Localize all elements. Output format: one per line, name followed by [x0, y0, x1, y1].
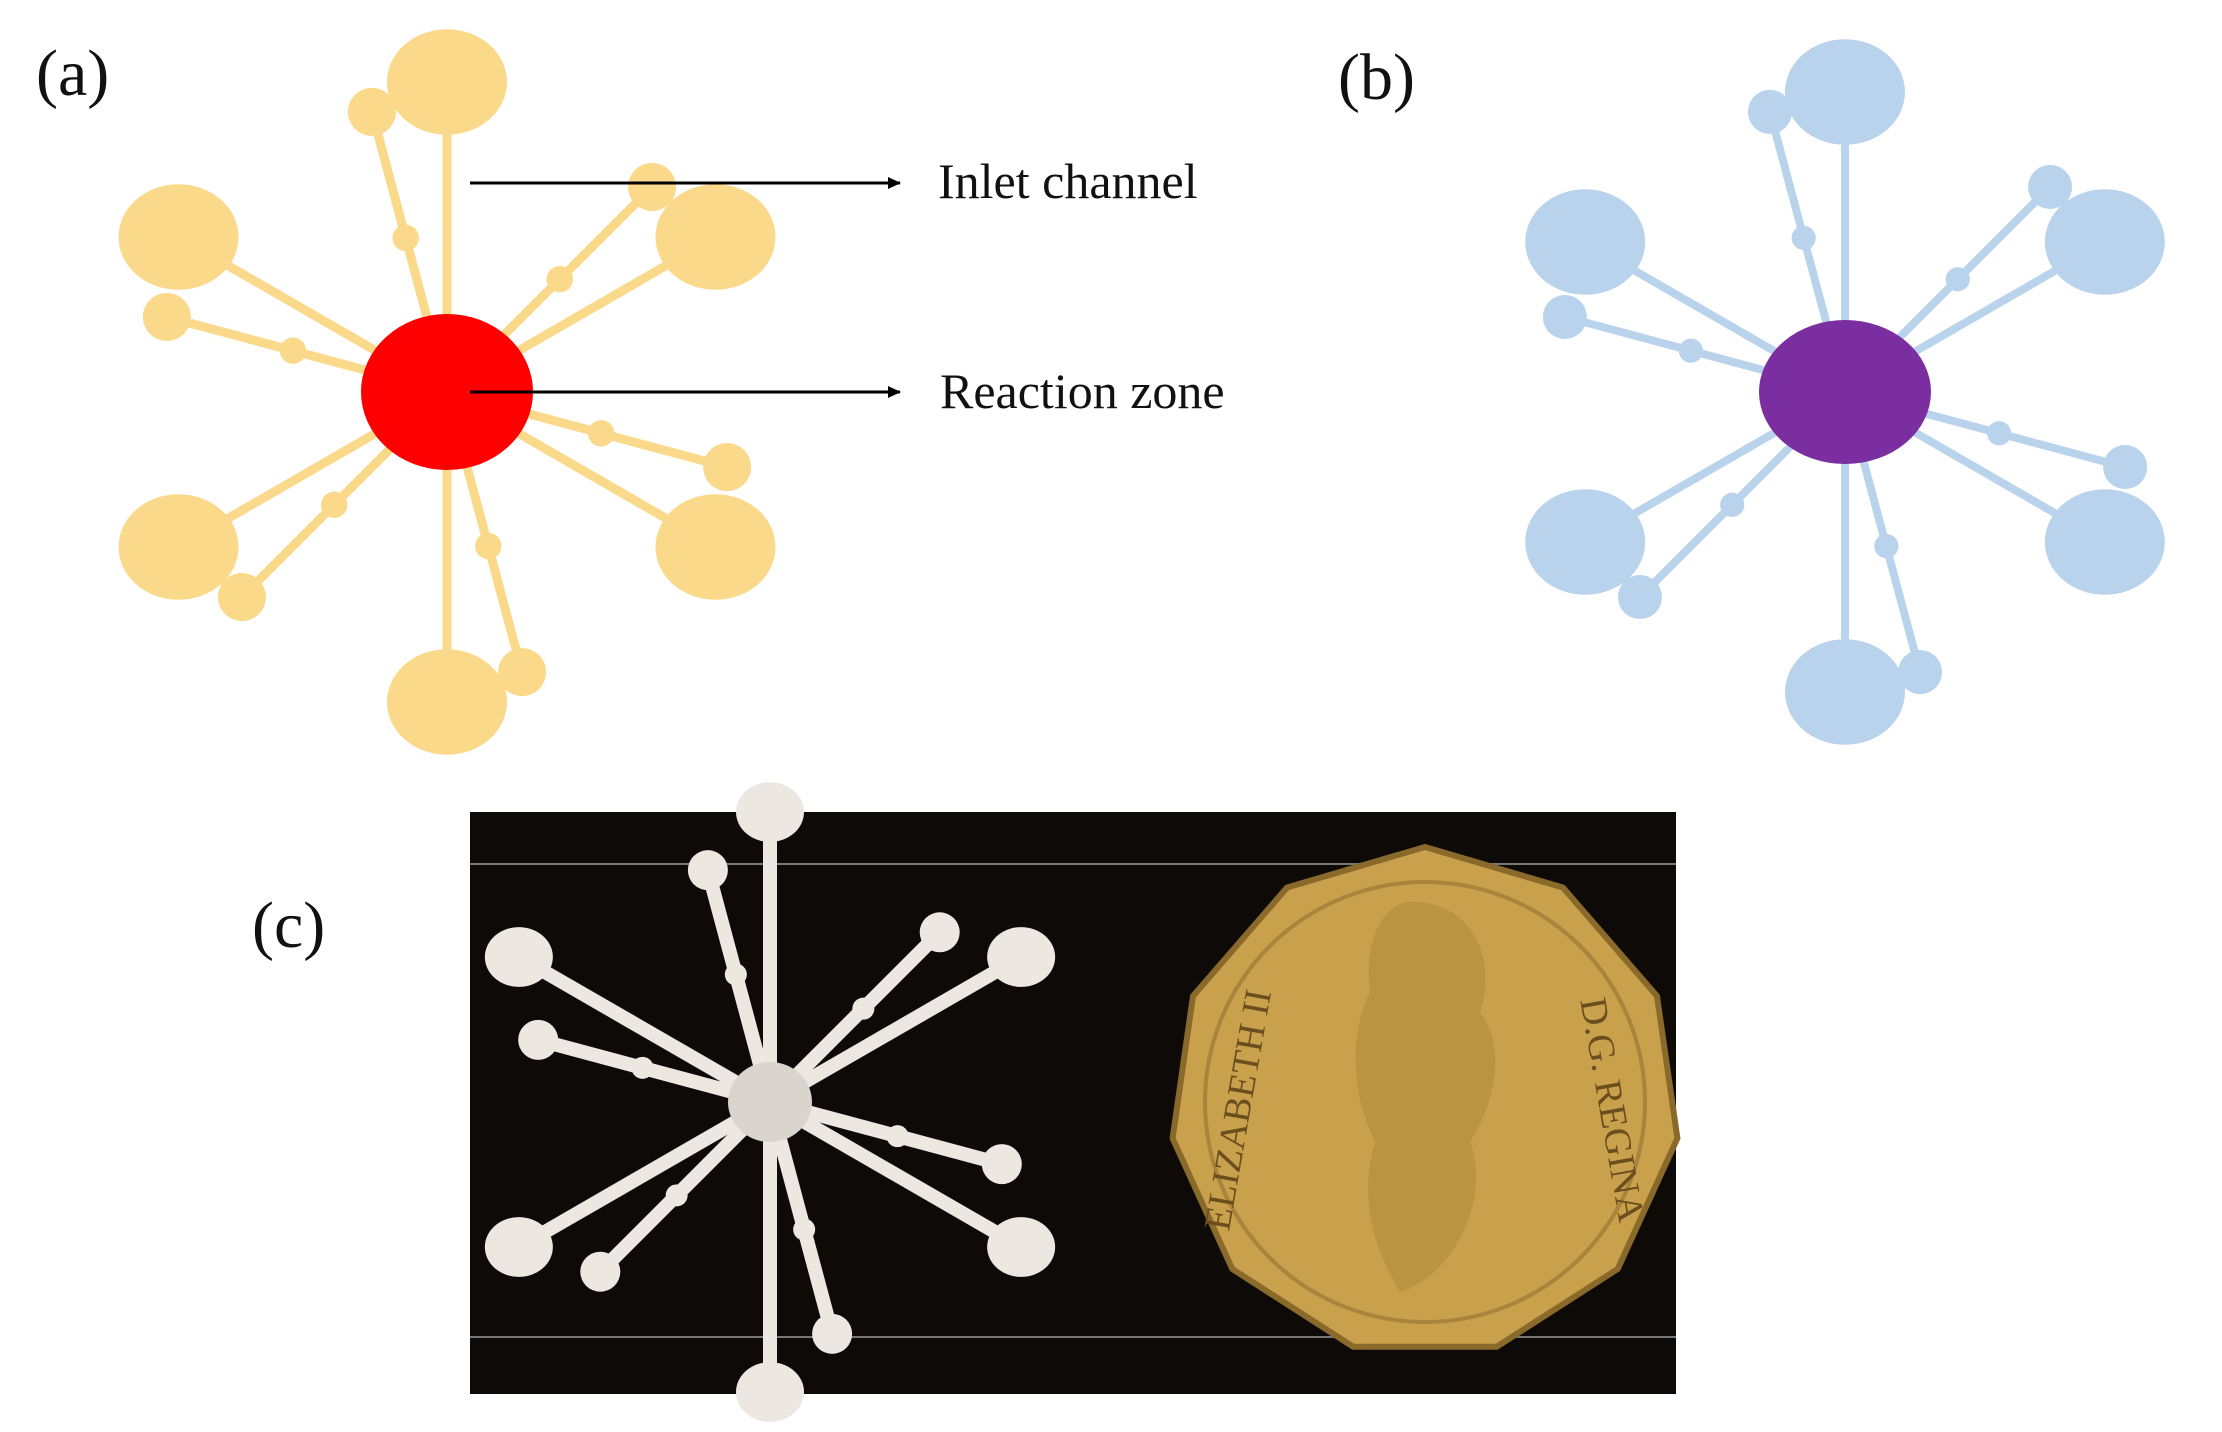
small-inlet-pad: [703, 443, 752, 492]
diagram-b: [1525, 39, 2165, 745]
mid-node: [475, 532, 502, 560]
coin-rim: [1203, 880, 1647, 1324]
mid-node: [724, 963, 747, 986]
small-inlet-pad: [498, 648, 547, 697]
mid-node: [852, 997, 875, 1020]
small-inlet-pad: [142, 292, 191, 341]
small-inlet-pad: [518, 1019, 559, 1060]
inlet-pad: [987, 927, 1056, 987]
small-inlet-pad: [2028, 164, 2073, 209]
mid-node: [321, 491, 348, 518]
mid-node: [1791, 225, 1816, 251]
mid-node: [1678, 338, 1704, 363]
inlet-channel: [515, 1095, 774, 1254]
reaction-zone: [728, 1062, 812, 1142]
inlet-pad: [118, 494, 239, 600]
small-inlet-pad: [812, 1313, 853, 1354]
mid-node: [631, 1056, 654, 1079]
inlet-pad: [1525, 489, 1646, 595]
mid-node: [546, 266, 573, 293]
inlet-pad: [1785, 39, 1905, 145]
mid-node: [793, 1218, 816, 1241]
small-inlet-pad: [981, 1144, 1022, 1185]
reaction-zone: [1759, 320, 1931, 464]
inlet-pad: [387, 29, 507, 135]
coin-portrait: [1355, 901, 1496, 1292]
inlet-pad: [484, 1217, 553, 1277]
inlet-pad: [1525, 189, 1646, 295]
panel-label-a: (a): [36, 37, 110, 110]
small-inlet-pad: [2103, 445, 2148, 490]
panel-label-b: (b): [1338, 41, 1415, 114]
inlet-pad: [2044, 489, 2165, 595]
inlet-pad: [736, 1362, 804, 1422]
inlet-pad: [387, 649, 507, 755]
inlet-pad: [655, 494, 776, 600]
mid-node: [279, 337, 307, 364]
small-inlet-pad: [1617, 575, 1662, 620]
small-inlet-pad: [687, 850, 728, 891]
small-inlet-pad: [217, 573, 266, 622]
inlet-pad: [987, 1217, 1056, 1277]
small-inlet-pad: [919, 912, 960, 953]
mid-node: [392, 224, 419, 252]
inlet-channel: [766, 1095, 1025, 1254]
mid-node: [886, 1125, 909, 1148]
mid-node: [1945, 267, 1970, 292]
mid-node: [665, 1184, 688, 1207]
inlet-pad: [655, 184, 776, 290]
small-inlet-pad: [628, 162, 677, 211]
reaction-zone: [361, 314, 533, 470]
inlet-channel: [766, 950, 1025, 1109]
small-inlet-pad: [1898, 650, 1943, 695]
inlet-channel-label: Inlet channel: [938, 153, 1198, 209]
mid-node: [587, 420, 615, 447]
inlet-pad: [2044, 189, 2165, 295]
mid-node: [1874, 533, 1899, 559]
small-inlet-pad: [580, 1251, 621, 1292]
small-inlet-pad: [1542, 294, 1587, 339]
inlet-pad: [118, 184, 239, 290]
inlet-pad: [484, 927, 553, 987]
inlet-pad: [1785, 639, 1905, 745]
small-inlet-pad: [347, 87, 396, 136]
diagram-a: [118, 29, 776, 755]
mid-node: [1720, 492, 1745, 517]
mid-node: [1986, 421, 2012, 446]
inlet-pad: [736, 782, 804, 842]
reaction-zone-label: Reaction zone: [940, 363, 1225, 419]
panel-label-c: (c): [252, 889, 326, 962]
inlet-channel: [515, 950, 774, 1109]
small-inlet-pad: [1747, 89, 1792, 134]
